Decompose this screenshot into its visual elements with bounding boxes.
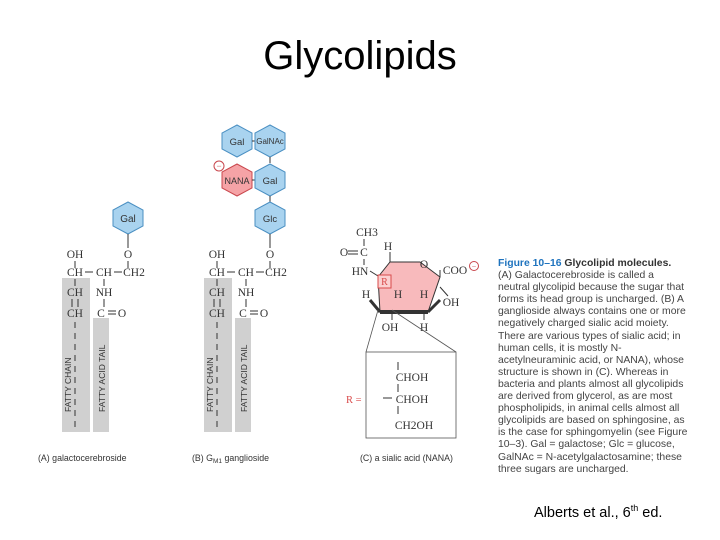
ch3-b: CH <box>209 287 225 299</box>
acyl-o: O <box>340 247 348 259</box>
r-ring-box <box>377 274 392 289</box>
fatty-acid-tail-bar-a <box>93 318 109 432</box>
fatty-acid-tail-label-a: FATTY ACID TAIL <box>97 344 107 412</box>
coo-group: COO <box>443 265 467 277</box>
panel-b: Gal GalNAc NANA − Gal Glc O <box>192 124 287 465</box>
oh-right-c: OH <box>443 297 460 309</box>
citation: Alberts et al., 6th ed. <box>534 503 663 521</box>
slide-title: Glycolipids <box>263 34 457 78</box>
nh-b: NH <box>238 287 255 299</box>
gal-mid-sugar: Gal <box>254 163 286 197</box>
h-lower-c: H <box>394 289 402 301</box>
ch3-a: CH <box>67 287 83 299</box>
ch1-a: CH <box>67 267 83 279</box>
hn-c: HN <box>352 266 369 278</box>
nana-sugar: NANA <box>221 163 253 197</box>
caption-a: (A) galactocerebroside <box>38 453 127 463</box>
carbonyl-o-b: O <box>260 308 268 320</box>
o-linkage-a: O <box>124 249 132 261</box>
caption-c: (C) a sialic acid (NANA) <box>360 453 453 463</box>
ch2-group-b: CH2 <box>265 267 287 279</box>
negative-charge-icon: − <box>213 160 225 172</box>
panel-c: CH3 C O HN R H O COO − OH H H H OH H <box>340 227 479 463</box>
fatty-chain-bar-b <box>204 278 232 432</box>
figure-caption: Figure 10–16 Glycolipid molecules. (A) G… <box>498 258 688 476</box>
coo-charge-icon: − <box>469 261 479 271</box>
svg-text:GalNAc: GalNAc <box>256 137 284 146</box>
ch4-b: CH <box>209 308 225 320</box>
oh-a: OH <box>67 249 84 261</box>
oh-b: OH <box>209 249 226 261</box>
fatty-chain-bar-a <box>62 278 90 432</box>
svg-text:Gal: Gal <box>230 137 245 148</box>
carbonyl-c-b: C <box>239 308 247 320</box>
o-linkage-b: O <box>266 249 274 261</box>
ch1-b: CH <box>209 267 225 279</box>
nh-a: NH <box>96 287 113 299</box>
r-chain-3: CH2OH <box>395 420 433 432</box>
fatty-acid-tail-bar-b <box>235 318 251 432</box>
oh-bottom-c: OH <box>382 322 399 334</box>
ch4-a: CH <box>67 308 83 320</box>
svg-text:−: − <box>216 161 221 171</box>
svg-text:Glc: Glc <box>263 214 278 225</box>
r-ring-label: R <box>381 277 388 288</box>
galnac-sugar: GalNAc <box>254 124 286 158</box>
svg-text:Gal: Gal <box>120 214 136 225</box>
r-chain-1: CHOH <box>396 372 429 384</box>
h-top-c: H <box>384 241 392 253</box>
figure-caption-body: (A) Galactocerebroside is called a neutr… <box>498 270 688 475</box>
h-bottom-c: H <box>420 322 428 334</box>
fatty-chain-label-a: FATTY CHAIN <box>63 358 73 412</box>
ring-o: O <box>420 259 428 271</box>
glc-sugar: Glc <box>254 201 286 235</box>
carbonyl-o-a: O <box>118 308 126 320</box>
ch2-group-a: CH2 <box>123 267 145 279</box>
acyl-c: C <box>360 247 368 259</box>
svg-text:Gal: Gal <box>263 176 278 187</box>
h-right-c: H <box>420 289 428 301</box>
h-left-c: H <box>362 289 370 301</box>
ch2-b: CH <box>238 267 254 279</box>
r-chain-2: CHOH <box>396 394 429 406</box>
figure-title: Glycolipid molecules. <box>564 258 672 269</box>
gal-top-sugar: Gal <box>221 124 253 158</box>
figure-number: Figure 10–16 <box>498 258 562 269</box>
r-equals-label: R = <box>346 395 362 406</box>
carbonyl-c-a: C <box>97 308 105 320</box>
svg-text:NANA: NANA <box>224 176 249 186</box>
ch2-a: CH <box>96 267 112 279</box>
ch3-c: CH3 <box>356 227 378 239</box>
caption-b: (B) GM1 ganglioside <box>192 453 269 465</box>
fatty-chain-label-b: FATTY CHAIN <box>205 358 215 412</box>
fatty-acid-tail-label-b: FATTY ACID TAIL <box>239 344 249 412</box>
panel-a: Gal O OH CH CH CH2 CH CH NH C O FATTY CH… <box>38 201 145 463</box>
gal-sugar-a: Gal <box>112 201 144 235</box>
r-group-box <box>365 351 457 439</box>
svg-text:−: − <box>472 262 477 271</box>
